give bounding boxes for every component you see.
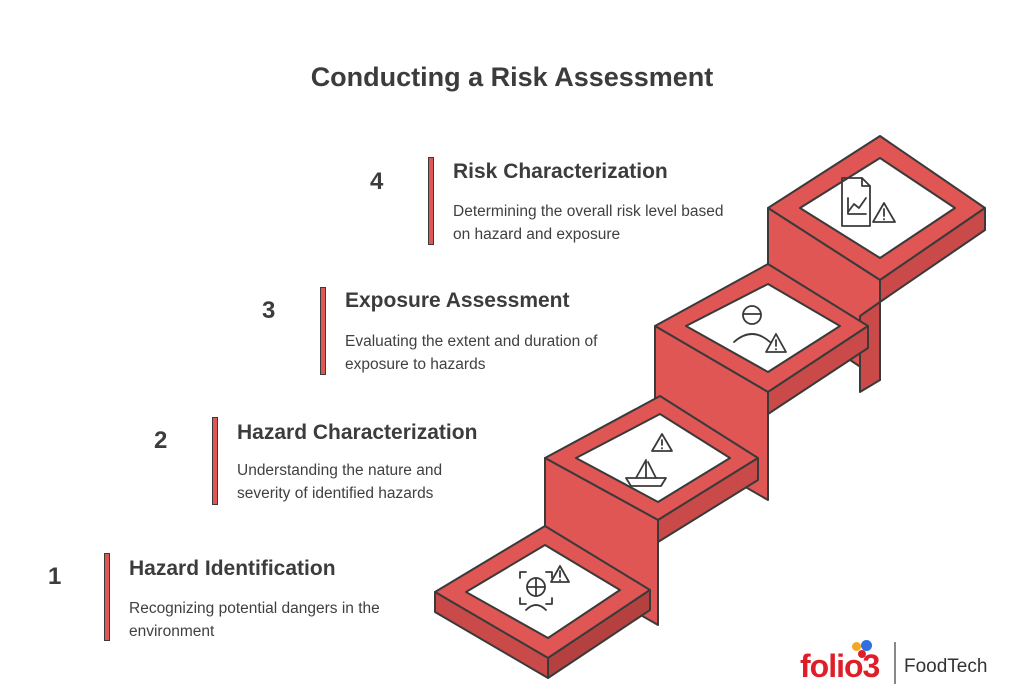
logo-dot-blue: [861, 640, 872, 651]
person-warning-icon: [733, 305, 787, 353]
step-bar: [212, 417, 218, 505]
face-scan-warning-icon: [519, 565, 570, 611]
logo-wordmark: folio3: [800, 648, 880, 684]
step-number: 2: [154, 427, 168, 454]
step-description: Recognizing potential dangers in the env…: [129, 600, 380, 640]
riser-2-3-side: [767, 325, 869, 415]
step-title: Hazard Characterization: [237, 421, 478, 444]
step-number: 4: [370, 168, 384, 195]
logo-dot-orange: [852, 642, 861, 651]
logo-subtitle: FoodTech: [904, 656, 988, 677]
stair-4-inner: [799, 157, 956, 259]
step-number: 3: [262, 297, 276, 324]
step-description: Understanding the nature and severity of…: [237, 462, 443, 502]
folio3-logo: folio3 FoodTech: [800, 640, 1010, 690]
step-description: Evaluating the extent and duration of ex…: [345, 333, 598, 373]
stair-1-right: [547, 589, 651, 679]
page-title: Conducting a Risk Assessment: [310, 62, 714, 92]
step-bar: [428, 157, 434, 245]
logo-dot-red: [858, 650, 866, 658]
step-title: Hazard Identification: [129, 557, 336, 580]
step-title: Exposure Assessment: [345, 289, 570, 312]
ship-warning-icon: [625, 433, 673, 487]
stair-2-inner: [575, 413, 731, 503]
stair-3-inner: [685, 283, 841, 373]
logo-divider: [894, 642, 896, 684]
step-bar: [104, 553, 110, 641]
step-number: 1: [48, 563, 62, 590]
step-title: Risk Characterization: [453, 160, 668, 183]
step-bar: [320, 287, 326, 375]
riser-1-2-side: [657, 457, 759, 543]
step-description: Determining the overall risk level based…: [453, 203, 724, 243]
chart-document-warning-icon: [841, 177, 896, 227]
